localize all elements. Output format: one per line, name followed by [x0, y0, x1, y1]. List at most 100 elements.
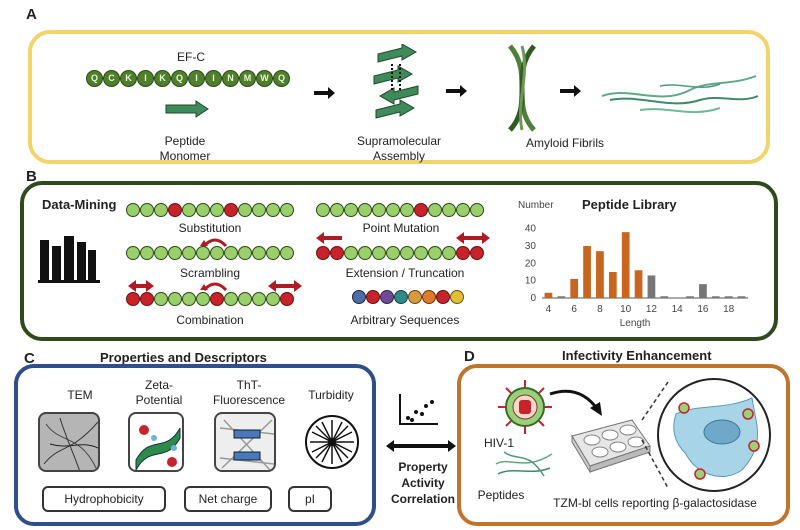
residue-7: I [205, 70, 222, 87]
point-mutation-label: Point Mutation [362, 221, 440, 235]
bar-7 [634, 270, 643, 298]
bar-1 [557, 296, 566, 298]
panel-a-letter: A [26, 6, 37, 23]
hydrophobicity-box: Hydrophobicity [42, 486, 166, 512]
arbitrary-label: Arbitrary Sequences [350, 313, 460, 327]
hiv-label: HIV-1 [483, 436, 514, 450]
substitution-label: Substitution [178, 221, 242, 235]
x-axis-label: Length [620, 318, 651, 329]
cell-zoom-icon [657, 378, 771, 492]
turbidity-icon [305, 415, 359, 469]
x-tick-label: 14 [672, 304, 684, 315]
tem-label: TEM [67, 388, 93, 402]
assembly-label-1: Supramolecular [356, 134, 442, 148]
x-tick-label: 6 [571, 304, 577, 315]
combine-arrow-left-icon [128, 280, 154, 292]
bar-2 [570, 278, 579, 298]
x-tick-label: 10 [620, 304, 632, 315]
residue-3: I [137, 70, 154, 87]
zeta-potential-icon [128, 412, 184, 472]
truncate-arrow-icon [456, 232, 490, 244]
bar-9 [660, 296, 669, 298]
residue-0: Q [86, 70, 103, 87]
y-tick-label: 20 [525, 258, 537, 269]
panel-c-letter: C [24, 350, 35, 367]
zoom-lines-icon [641, 381, 669, 489]
library-title: Peptide Library [582, 197, 677, 212]
x-tick-label: 4 [546, 304, 552, 315]
panel-d-box [457, 364, 790, 526]
swap-arrow-icon [200, 238, 228, 248]
bar-13 [724, 296, 733, 298]
residue-11: Q [273, 70, 290, 87]
turbidity-label: Turbidity [308, 388, 354, 402]
arbitrary-beads [352, 290, 464, 304]
panel-d-title: Infectivity Enhancement [562, 348, 712, 363]
assembly-icon [373, 44, 419, 119]
peptides-label: Peptides [477, 488, 525, 502]
residue-6: I [188, 70, 205, 87]
correlation-line-1: Property [398, 460, 448, 474]
combination-beads [126, 292, 294, 306]
curved-arrow-icon [549, 389, 602, 416]
scrambling-label: Scrambling [179, 266, 241, 280]
bar-14 [737, 296, 746, 298]
pi-box: pI [288, 486, 332, 512]
net-charge-box: Net charge [184, 486, 272, 512]
bar-3 [583, 246, 591, 298]
fibril-bundle-icon [508, 44, 536, 132]
monomer-arrow-icon [165, 100, 209, 118]
monomer-label-1: Peptide [164, 134, 206, 148]
tht-label-1: ThT- [236, 378, 262, 392]
y-tick-label: 30 [525, 241, 537, 252]
x-tick-label: 12 [646, 304, 658, 315]
bar-0 [544, 292, 553, 298]
panel-c-title: Properties and Descriptors [100, 350, 267, 365]
panel-a-box [28, 30, 770, 164]
y-tick-label: 40 [525, 224, 537, 235]
correlation-line-2: Activity [401, 476, 445, 490]
bar-10 [686, 296, 694, 298]
y-tick-label: 10 [525, 276, 537, 287]
monomer-label-2: Monomer [159, 149, 211, 163]
fibrils-label: Amyloid Fibrils [525, 136, 604, 150]
combine-arrow-right-icon [268, 280, 302, 292]
fibrils-icon [601, 75, 759, 114]
bar-4 [596, 251, 604, 298]
x-tick-label: 8 [597, 304, 603, 315]
tem-image [38, 412, 100, 472]
residue-9: M [239, 70, 256, 87]
arrow-right-icon [560, 85, 581, 97]
zeta-label-2: Potential [135, 393, 183, 407]
well-plate-icon [571, 419, 651, 474]
assembly-label-2: Assembly [372, 149, 425, 163]
residue-1: C [103, 70, 120, 87]
extension-label: Extension / Truncation [345, 266, 465, 280]
residue-5: Q [171, 70, 188, 87]
double-arrow-icon [386, 440, 456, 452]
x-tick-label: 18 [723, 304, 735, 315]
x-tick-label: 16 [697, 304, 709, 315]
peptide-fibrils-icon [495, 451, 553, 477]
library-books-icon [38, 236, 100, 283]
residue-4: K [154, 70, 171, 87]
y-axis-label: Number [518, 200, 554, 211]
peptide-name: EF-C [177, 50, 205, 64]
zeta-label-1: Zeta- [144, 378, 173, 392]
tht-fluorescence-icon [214, 412, 276, 472]
point-mutation-beads [316, 203, 484, 217]
swap-arrow-icon [200, 282, 228, 292]
combination-label: Combination [176, 313, 244, 327]
bar-8 [647, 275, 656, 298]
substitution-beads [126, 203, 294, 217]
scrambling-beads [126, 246, 294, 260]
arrow-right-icon [446, 85, 467, 97]
panel-d-letter: D [464, 348, 475, 365]
residue-2: K [120, 70, 137, 87]
correlation-line-3: Correlation [390, 492, 455, 506]
extend-arrow-icon [316, 232, 342, 244]
panel-c-box [14, 364, 376, 526]
hiv-virus-icon [498, 380, 552, 434]
